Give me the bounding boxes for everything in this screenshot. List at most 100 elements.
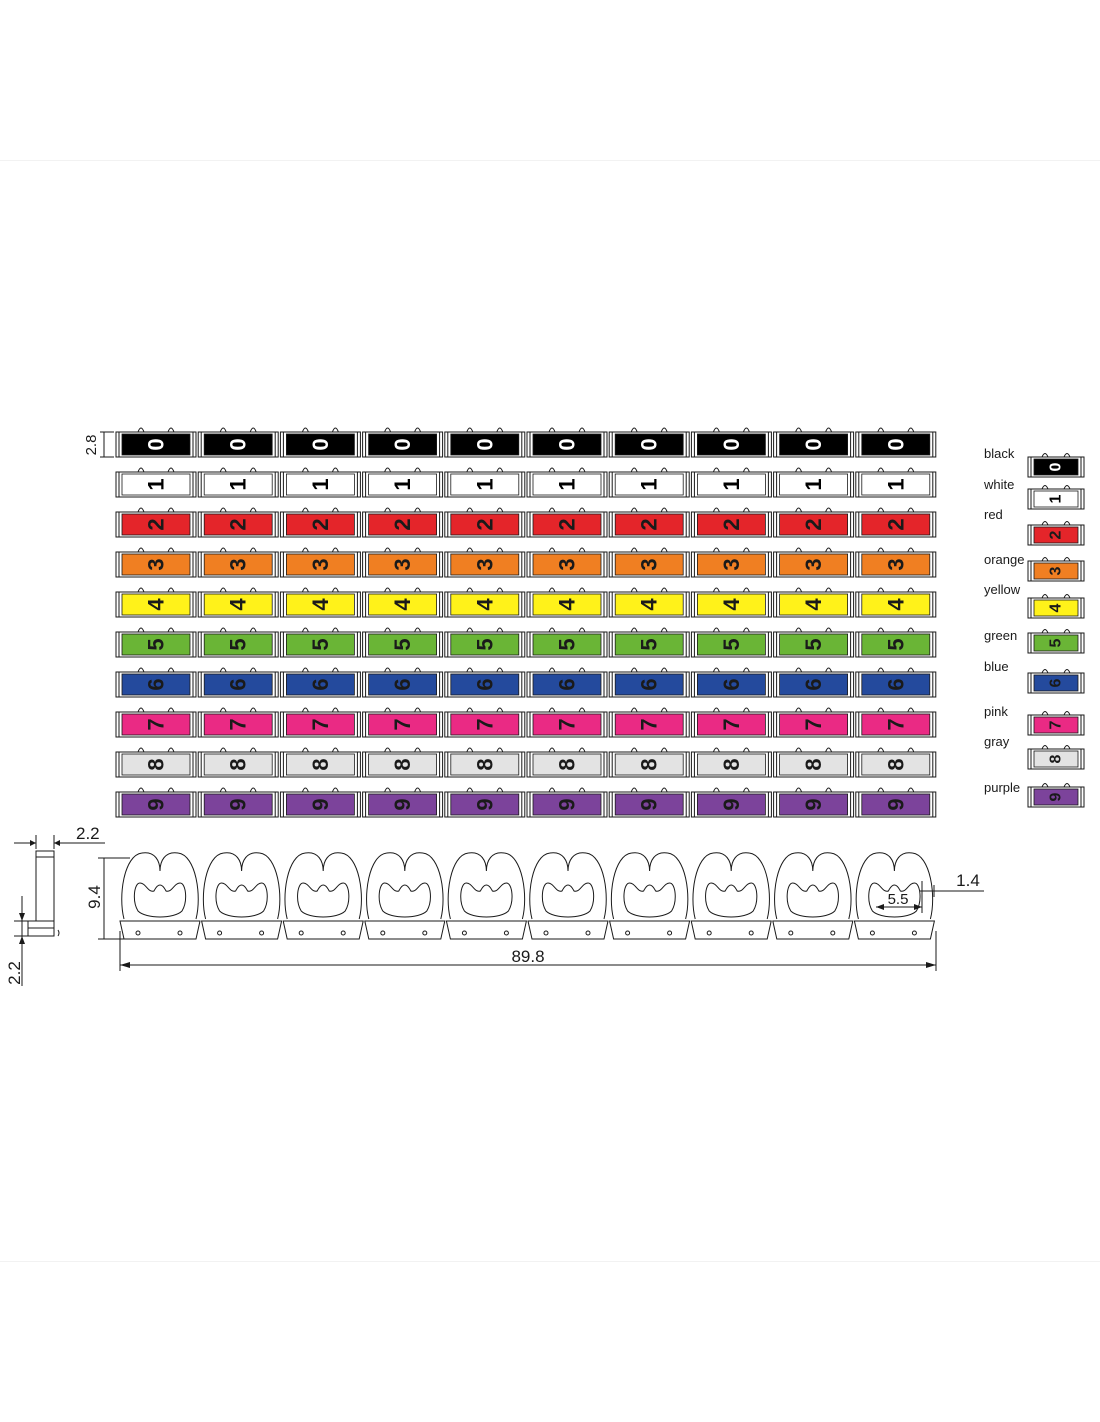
marker-digit: 6 [883, 678, 908, 690]
marker-digit: 3 [719, 558, 744, 570]
marker: 2 [279, 507, 361, 538]
marker: 3 [115, 547, 197, 578]
marker: 4 [444, 587, 526, 618]
marker-digit: 1 [555, 478, 580, 490]
marker-digit: 4 [472, 598, 497, 611]
marker: 4 [608, 587, 690, 618]
marker: 2 [197, 507, 279, 538]
marker: 8 [608, 747, 690, 778]
marker-digit: 7 [308, 718, 333, 730]
marker-digit: 0 [637, 438, 662, 450]
marker-digit: 4 [883, 598, 908, 611]
marker: 5 [115, 627, 197, 658]
marker-digit: 4 [226, 598, 251, 611]
marker: 4 [855, 587, 937, 618]
marker: 0 [690, 427, 772, 458]
legend-label: black [984, 446, 1015, 461]
marker: 2 [773, 507, 855, 538]
marker: 9 [444, 787, 526, 818]
marker: 0 [855, 427, 937, 458]
marker: 5 [690, 627, 772, 658]
marker: 8 [526, 747, 608, 778]
marker: 8 [197, 747, 279, 778]
marker-digit: 8 [144, 758, 169, 770]
marker-digit: 1 [883, 478, 908, 490]
marker-digit: 3 [226, 558, 251, 570]
marker-digit: 7 [555, 718, 580, 730]
legend-label: green [984, 628, 1017, 643]
marker-digit: 8 [719, 758, 744, 770]
marker-digit: 0 [801, 438, 826, 450]
marker-digit: 2 [472, 518, 497, 530]
marker: 4 [526, 587, 608, 618]
marker: 1 [855, 467, 937, 498]
clip [200, 852, 283, 940]
marker-digit: 9 [555, 798, 580, 810]
marker: 1 [444, 467, 526, 498]
marker: 3 [526, 547, 608, 578]
marker-digit: 5 [390, 638, 415, 650]
marker-digit: 6 [308, 678, 333, 690]
clip-height-dimension [98, 857, 130, 940]
clip [445, 852, 528, 940]
marker: 2 [444, 507, 526, 538]
marker-digit: 1 [637, 478, 662, 490]
marker-height-label: 2.8 [83, 435, 100, 456]
marker-digit: 0 [144, 438, 169, 450]
marker-digit: 7 [719, 718, 744, 730]
marker: 5 [773, 627, 855, 658]
side-thickness-label: 2.2 [76, 824, 100, 843]
marker: 9 [526, 787, 608, 818]
legend-digit: 8 [1048, 754, 1065, 763]
marker: 6 [773, 667, 855, 698]
marker-digit: 6 [226, 678, 251, 690]
marker-digit: 2 [719, 518, 744, 530]
legend-label: pink [984, 704, 1008, 719]
marker-digit: 1 [226, 478, 251, 490]
marker: 3 [279, 547, 361, 578]
marker: 5 [197, 627, 279, 658]
marker-digit: 9 [308, 798, 333, 810]
marker-digit: 7 [226, 718, 251, 730]
marker: 9 [855, 787, 937, 818]
marker: 6 [279, 667, 361, 698]
marker-digit: 1 [308, 478, 333, 490]
legend-digit: 9 [1048, 792, 1065, 801]
marker: 6 [362, 667, 444, 698]
legend-label: blue [984, 659, 1009, 674]
marker: 4 [115, 587, 197, 618]
marker-digit: 1 [719, 478, 744, 490]
marker-digit: 9 [144, 798, 169, 810]
marker-digit: 1 [144, 478, 169, 490]
marker: 0 [115, 427, 197, 458]
marker: 8 [362, 747, 444, 778]
marker-digit: 5 [144, 638, 169, 650]
marker: 2 [608, 507, 690, 538]
total-length-label: 89.8 [511, 947, 544, 966]
clip-opening-dimension [876, 881, 923, 913]
marker-digit: 4 [801, 598, 826, 611]
clip-strip [119, 852, 936, 940]
marker-digit: 3 [472, 558, 497, 570]
clip-height-label: 9.4 [85, 885, 104, 909]
marker-digit: 8 [472, 758, 497, 770]
marker-digit: 2 [390, 518, 415, 530]
marker: 5 [279, 627, 361, 658]
marker: 9 [690, 787, 772, 818]
side-view [14, 835, 105, 986]
marker: 3 [773, 547, 855, 578]
clip [527, 852, 609, 940]
marker: 1 [690, 467, 772, 498]
marker-digit: 9 [883, 798, 908, 810]
marker: 7 [362, 707, 444, 738]
clip [119, 852, 201, 940]
marker: 2 [362, 507, 444, 538]
marker-digit: 8 [308, 758, 333, 770]
marker-digit: 4 [144, 598, 169, 611]
